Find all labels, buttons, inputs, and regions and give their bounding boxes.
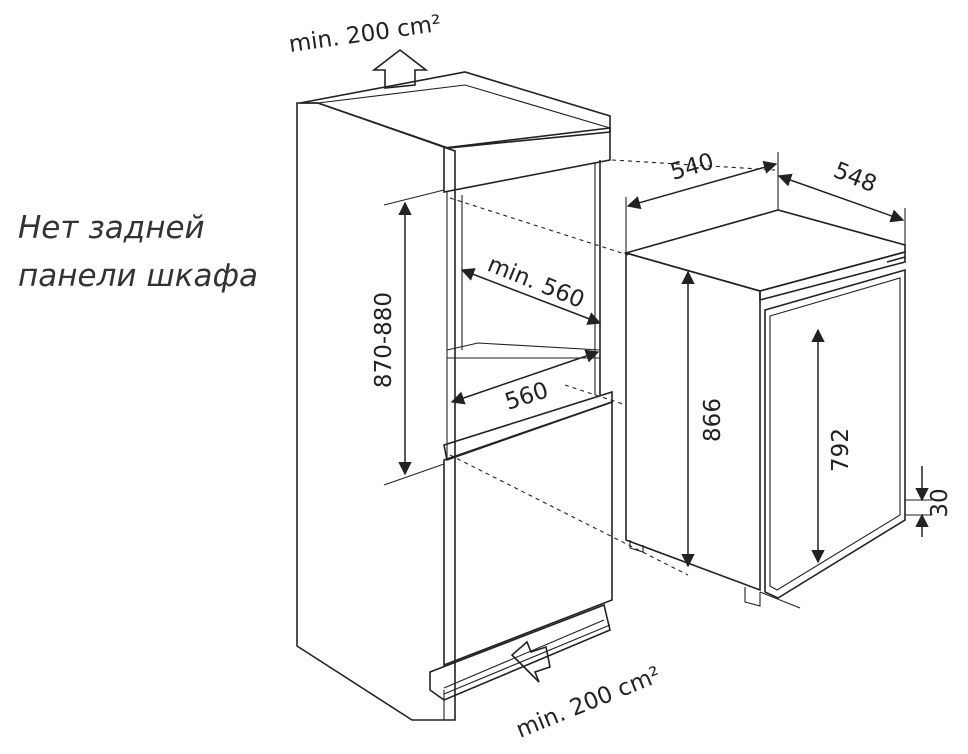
no-back-panel-note: Нет задней панели шкафа <box>18 204 258 300</box>
offset-dimension <box>905 466 932 537</box>
appliance-side <box>625 251 761 592</box>
cabinet <box>296 71 613 721</box>
appliance-door <box>764 268 906 599</box>
appliance <box>623 209 906 609</box>
cabinet-top-board <box>299 71 611 149</box>
appliance-depth-dimension <box>777 173 906 245</box>
niche-depth-label: min. 560 <box>484 251 588 313</box>
door-height-label: 792 <box>828 428 854 472</box>
niche-height-dimension <box>383 189 445 486</box>
niche-height-label: 870-880 <box>371 292 397 388</box>
cabinet-lower-section <box>443 400 613 667</box>
appliance-front-strip <box>759 250 906 302</box>
appliance-width-label: 540 <box>667 149 716 186</box>
cabinet-top-front <box>443 127 611 193</box>
bottom-airflow-arrow <box>510 640 551 683</box>
niche-width-dimension <box>450 349 600 405</box>
cabinet-plinth <box>429 603 611 701</box>
appliance-height-label: 866 <box>700 398 726 442</box>
appliance-depth-label: 548 <box>830 157 880 198</box>
offset-label: 30 <box>927 488 953 517</box>
cabinet-side-panel <box>296 102 456 721</box>
top-airflow-label: min. 200 cm² <box>287 11 443 58</box>
note-line-1: Нет задней <box>18 210 205 246</box>
top-airflow-arrow <box>371 48 429 89</box>
appliance-top <box>623 209 906 292</box>
niche-depth-dimension <box>460 268 602 325</box>
note-line-2: панели шкафа <box>18 258 259 294</box>
